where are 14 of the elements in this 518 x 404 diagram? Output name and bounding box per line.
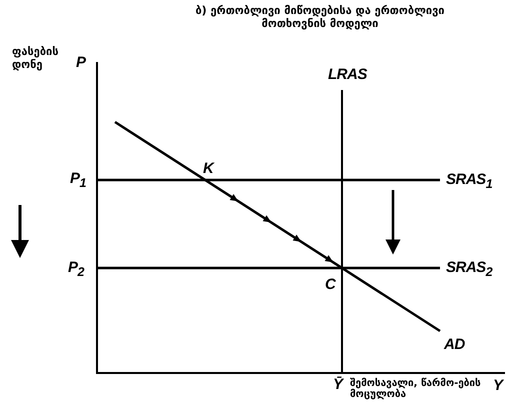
axis-label: ფასების დონე — [12, 46, 60, 72]
point-label: C — [325, 276, 336, 294]
curve-label: SRAS$_{2}$ — [446, 259, 492, 280]
axis-label: შემოსავალი, წარმო-ების მოცულობა — [350, 378, 482, 400]
curve-label: LRAS — [328, 66, 367, 84]
axis-label: Y — [493, 377, 503, 394]
price-label: P$_{2}$ — [68, 259, 84, 280]
output-label: Ȳ — [333, 376, 343, 394]
point-label: K — [203, 160, 214, 178]
curve-label: AD — [444, 336, 465, 354]
curve-label: SRAS$_{1}$ — [446, 171, 492, 192]
price-label: P$_{1}$ — [70, 170, 86, 190]
axis-label: P — [76, 54, 86, 72]
chart-title: ბ) ერთობლივი მიწოდებისა და ერთობლივი მოთხოვნის მოდელი — [194, 4, 446, 30]
